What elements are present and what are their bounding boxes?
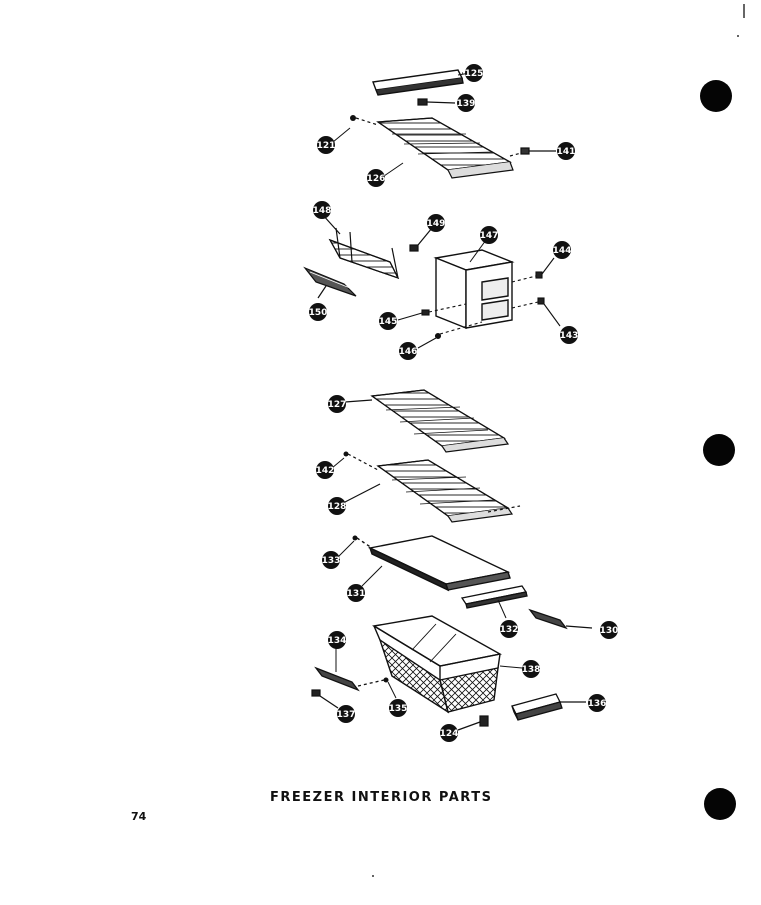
rail-136-drawing xyxy=(511,693,586,721)
callout-145: 145 xyxy=(379,312,398,330)
clip-139-drawing xyxy=(417,98,456,106)
callout-121: 121 xyxy=(317,136,336,154)
glass-shelf-131-drawing xyxy=(356,535,511,592)
callout-138: 138 xyxy=(522,660,541,678)
callout-147: 147 xyxy=(480,226,499,244)
ice-rack-148-drawing xyxy=(321,213,400,280)
ice-box-147-drawing xyxy=(433,239,515,330)
callout-124: 124 xyxy=(440,724,459,742)
callout-131: 131 xyxy=(347,584,366,602)
callout-137: 137 xyxy=(337,705,356,723)
callout-143: 143 xyxy=(560,326,579,344)
svg-text:147: 147 xyxy=(480,231,499,241)
binder-hole-top xyxy=(700,80,732,112)
svg-text:150: 150 xyxy=(309,308,328,318)
svg-text:131: 131 xyxy=(347,589,366,599)
diagram-caption: FREEZER INTERIOR PARTS xyxy=(270,790,493,805)
scan-dot xyxy=(372,875,374,877)
binder-hole-bottom xyxy=(704,788,736,820)
svg-text:135: 135 xyxy=(389,704,408,714)
callout-135: 135 xyxy=(389,699,408,717)
svg-text:137: 137 xyxy=(337,710,356,720)
stop-124-drawing xyxy=(457,715,489,731)
svg-text:139: 139 xyxy=(457,99,476,109)
svg-text:133: 133 xyxy=(322,556,341,566)
callout-130: 130 xyxy=(600,621,619,639)
callout-144: 144 xyxy=(553,241,572,259)
ice-tray-150-drawing xyxy=(303,266,357,299)
svg-text:138: 138 xyxy=(522,665,541,675)
callout-136: 136 xyxy=(588,694,607,712)
svg-text:126: 126 xyxy=(367,174,386,184)
svg-text:121: 121 xyxy=(317,141,336,151)
callout-148: 148 xyxy=(313,201,332,219)
svg-text:149: 149 xyxy=(427,219,446,229)
callout-150: 150 xyxy=(309,303,328,321)
bracket-130-drawing xyxy=(528,608,593,630)
callout-133: 133 xyxy=(322,551,341,569)
wire-shelf-126-drawing xyxy=(355,117,526,179)
callout-146: 146 xyxy=(399,342,418,360)
svg-text:136: 136 xyxy=(588,699,607,709)
trim-strip-132-drawing xyxy=(460,585,528,619)
page-number: 74 xyxy=(131,810,147,823)
callout-141: 141 xyxy=(557,142,576,160)
callout-126: 126 xyxy=(367,169,386,187)
svg-text:145: 145 xyxy=(379,317,398,327)
callout-142: 142 xyxy=(316,461,335,479)
callout-134: 134 xyxy=(328,631,347,649)
svg-text:148: 148 xyxy=(313,206,332,216)
wire-shelf-127-drawing xyxy=(344,389,510,453)
binder-hole-middle xyxy=(703,434,735,466)
bracket-141-drawing xyxy=(520,147,556,155)
screw-149-drawing xyxy=(409,227,433,252)
callout-132: 132 xyxy=(500,620,519,638)
svg-text:132: 132 xyxy=(500,625,519,635)
svg-text:141: 141 xyxy=(557,147,576,157)
svg-text:124: 124 xyxy=(440,729,459,739)
basket-138-drawing xyxy=(372,615,523,714)
slide-bracket-134-drawing xyxy=(314,648,385,692)
scan-dot xyxy=(737,35,739,37)
wire-shelf-128-drawing xyxy=(344,453,521,523)
svg-text:127: 127 xyxy=(328,400,347,410)
svg-text:142: 142 xyxy=(316,466,335,476)
callout-127: 127 xyxy=(328,395,347,413)
box-fasteners-drawing xyxy=(397,257,561,349)
svg-text:134: 134 xyxy=(328,636,347,646)
callout-139: 139 xyxy=(457,94,476,112)
callout-149: 149 xyxy=(427,214,446,232)
svg-text:144: 144 xyxy=(553,246,572,256)
svg-text:146: 146 xyxy=(399,347,418,357)
trim-strip-125-drawing xyxy=(372,69,471,96)
callout-128: 128 xyxy=(328,497,347,515)
svg-text:143: 143 xyxy=(560,331,579,341)
svg-text:125: 125 xyxy=(465,69,484,79)
svg-text:130: 130 xyxy=(600,626,619,636)
clip-137-drawing xyxy=(311,689,339,709)
svg-text:128: 128 xyxy=(328,502,347,512)
callout-125: 125 xyxy=(465,64,484,82)
